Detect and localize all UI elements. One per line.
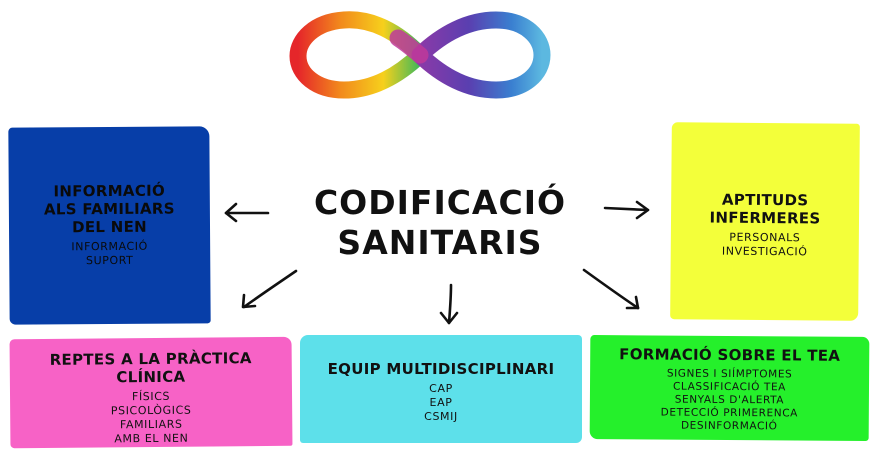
title-line: DEL NEN [71, 217, 148, 237]
asd-training-items: SIGNES I SIÍMPTOMES CLASSIFICACIÓ TEA SE… [590, 367, 869, 434]
list-item: CSMIJ [424, 410, 458, 423]
title-line: CLÍNICA [116, 367, 186, 387]
title-line: INFERMERES [709, 208, 821, 228]
central-topic: CODIFICACIÓ SANITARIS [298, 183, 582, 263]
clinical-challenges-items: FÍSICS PSICOLÒGICS FAMILIARS AMB EL NEN [10, 389, 292, 447]
nursing-skills-title: APTITUDS INFERMERES [671, 190, 859, 228]
title-line: APTITUDS [721, 190, 809, 210]
title-line: ALS FAMILIARS [43, 199, 175, 219]
family-information-title: INFORMACIÓ ALS FAMILIARS DEL NEN [9, 181, 210, 237]
central-topic-line-1: CODIFICACIÓ [313, 183, 567, 222]
central-topic-line-2: SANITARIS [337, 223, 543, 262]
list-item: DESINFORMACIÓ [680, 419, 778, 433]
multidisciplinary-team-box: EQUIP MULTIDISCIPLINARI CAP EAP CSMIJ [300, 335, 582, 443]
title-line: INFORMACIÓ [53, 181, 166, 201]
nursing-skills-box: APTITUDS INFERMERES PERSONALS INVESTIGAC… [670, 122, 860, 321]
list-item: INVESTIGACIÓ [721, 244, 808, 259]
nursing-skills-items: PERSONALS INVESTIGACIÓ [671, 230, 859, 260]
rainbow-infinity-icon [289, 11, 551, 99]
asd-training-box: FORMACIÓ SOBRE EL TEA SIGNES I SIÍMPTOME… [589, 335, 870, 441]
arrow-to-reptes [241, 269, 298, 309]
list-item: SUPORT [85, 253, 134, 268]
list-item: AMB EL NEN [114, 431, 189, 446]
arrow-to-aptituds [603, 200, 650, 220]
clinical-challenges-box: REPTES A LA PRÀCTICA CLÍNICA FÍSICS PSIC… [9, 336, 293, 449]
asd-training-title: FORMACIÓ SOBRE EL TEA [590, 345, 869, 365]
multidisciplinary-team-title: EQUIP MULTIDISCIPLINARI [300, 360, 582, 378]
arrow-to-equip [439, 283, 459, 325]
title-line: EQUIP MULTIDISCIPLINARI [327, 360, 555, 378]
arrow-to-info [224, 202, 270, 223]
list-item: EAP [429, 396, 453, 409]
list-item: INFORMACIÓ [71, 239, 148, 254]
multidisciplinary-team-items: CAP EAP CSMIJ [300, 382, 582, 424]
title-line: FORMACIÓ SOBRE EL TEA [619, 345, 841, 365]
family-information-box: INFORMACIÓ ALS FAMILIARS DEL NEN INFORMA… [8, 126, 211, 325]
arrow-to-formacio [582, 268, 640, 310]
list-item: CAP [429, 382, 453, 395]
family-information-items: INFORMACIÓ SUPORT [9, 239, 210, 268]
clinical-challenges-title: REPTES A LA PRÀCTICA CLÍNICA [10, 349, 292, 387]
title-line: REPTES A LA PRÀCTICA [49, 349, 252, 369]
